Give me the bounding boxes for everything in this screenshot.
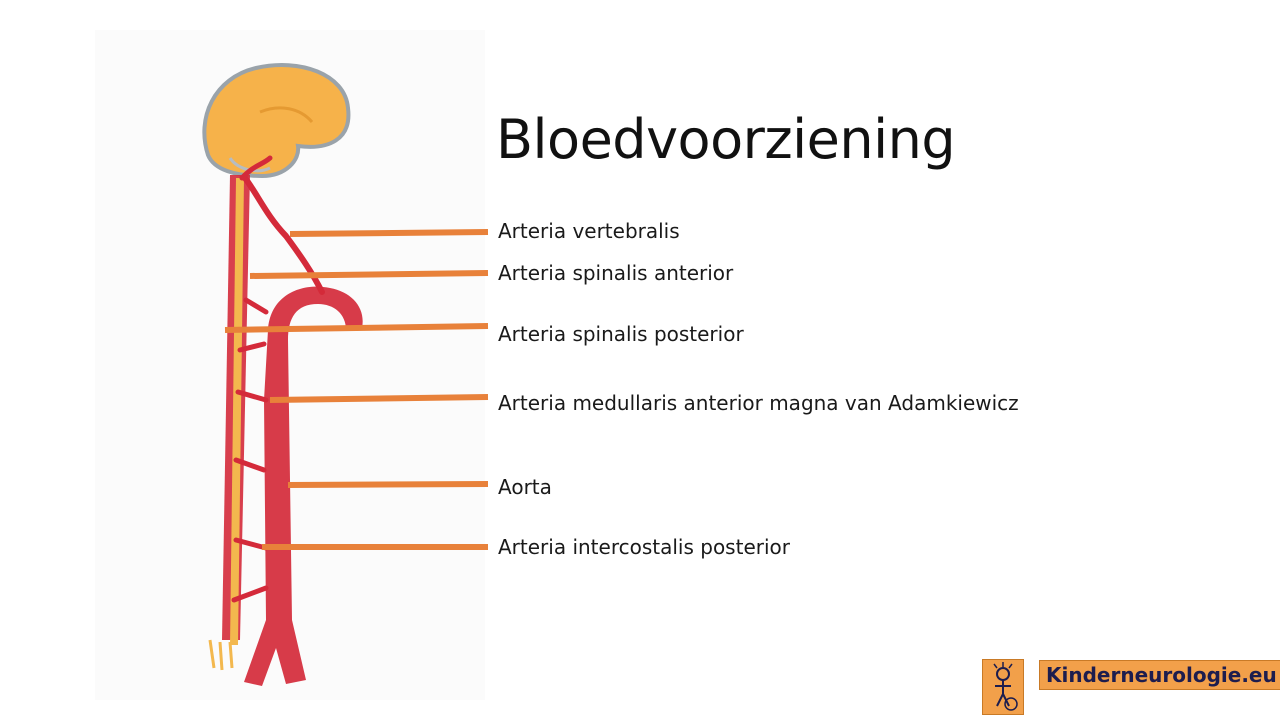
label-arteria-spinalis-anterior: Arteria spinalis anterior [498, 261, 734, 285]
leader-line-adamkiewicz [269, 394, 489, 403]
leader-line-vertebralis [289, 229, 489, 237]
child-figure-icon [982, 659, 1024, 715]
brand-logo-text[interactable]: Kinderneurologie.eu [1039, 660, 1280, 690]
leader-line-spinalis-posterior [224, 323, 489, 333]
label-arteria-vertebralis: Arteria vertebralis [498, 219, 680, 243]
aorta-drawing [231, 286, 363, 686]
leader-line-spinalis-anterior [249, 270, 489, 279]
leader-line-aorta [287, 481, 489, 488]
label-arteria-intercostalis-posterior: Arteria intercostalis posterior [498, 535, 790, 559]
label-arteria-spinalis-posterior: Arteria spinalis posterior [498, 322, 744, 346]
label-aorta: Aorta [498, 475, 552, 499]
spinal-cord-drawing [208, 175, 250, 671]
label-arteria-adamkiewicz: Arteria medullaris anterior magna van Ad… [498, 391, 1019, 415]
leader-lines [224, 229, 489, 550]
page-title: Bloedvoorziening [496, 108, 956, 172]
